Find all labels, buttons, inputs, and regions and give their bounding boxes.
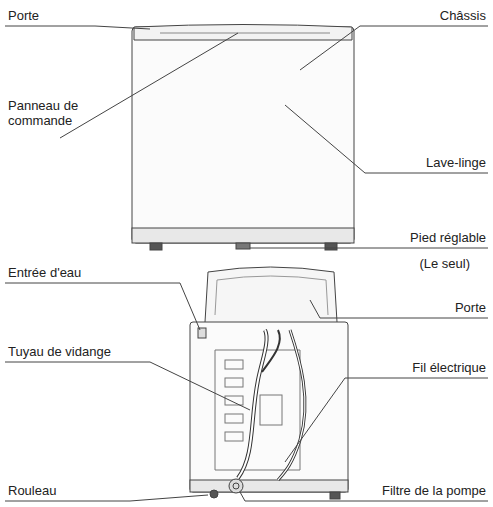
part-label: Filtre de la pompe [382, 483, 486, 498]
part-label: Porte [455, 300, 486, 315]
part-label: Châssis [440, 8, 486, 23]
part-label: Porte [8, 8, 39, 23]
part-label: Tuyau de vidange [8, 344, 111, 359]
part-label: (Le seul) [419, 256, 470, 271]
part-label: Panneau de commande [8, 98, 92, 128]
part-label: Rouleau [8, 483, 56, 498]
part-label: Entrée d'eau [8, 265, 81, 280]
part-label: Pied réglable [410, 230, 486, 245]
part-label: Lave-linge [426, 155, 486, 170]
part-label: Fil électrique [412, 360, 486, 375]
